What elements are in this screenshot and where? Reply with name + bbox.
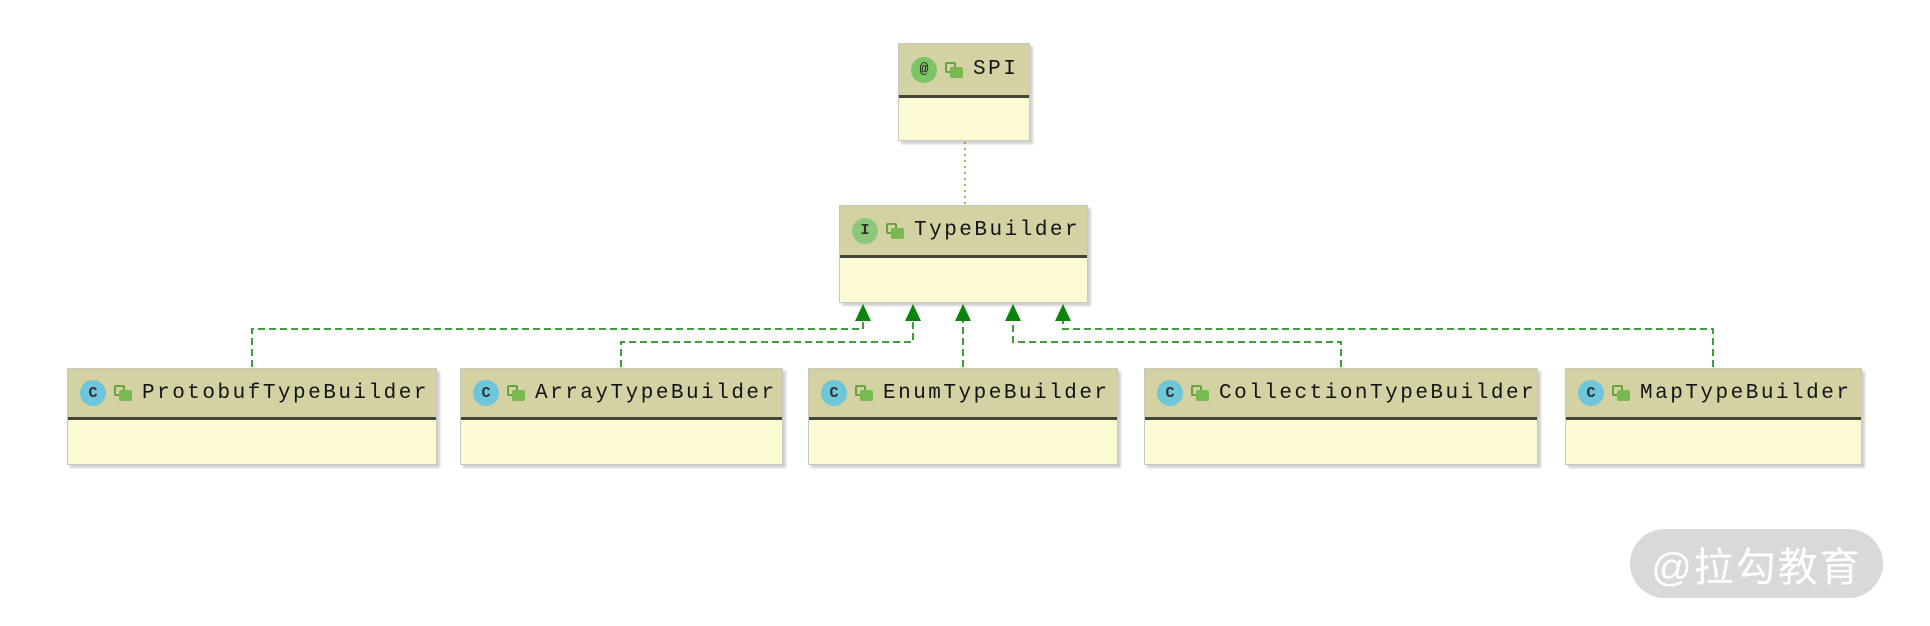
class-icon: C bbox=[1157, 380, 1183, 406]
implements-arrowhead-icon bbox=[905, 304, 921, 321]
node-members-section bbox=[1566, 420, 1861, 464]
node-title: TypeBuilder bbox=[914, 219, 1081, 242]
enum-implements-typebuilder-edge[interactable] bbox=[955, 304, 971, 367]
unlock-icon bbox=[855, 385, 873, 401]
implements-arrowhead-icon bbox=[955, 304, 971, 321]
implements-arrowhead-icon bbox=[855, 304, 871, 321]
node-title: EnumTypeBuilder bbox=[883, 381, 1110, 405]
node-title: ProtobufTypeBuilder bbox=[142, 381, 429, 405]
unlock-icon bbox=[114, 385, 132, 401]
node-title: CollectionTypeBuilder bbox=[1219, 381, 1537, 405]
watermark-badge: @拉勾教育 bbox=[1630, 529, 1883, 598]
unlock-icon bbox=[886, 222, 904, 239]
node-members-section bbox=[899, 98, 1029, 140]
class-node-enumtypebuilder[interactable]: C EnumTypeBuilder bbox=[808, 368, 1118, 465]
class-node-collectiontypebuilder[interactable]: C CollectionTypeBuilder bbox=[1144, 368, 1538, 465]
unlock-icon bbox=[1191, 385, 1209, 401]
unlock-icon bbox=[1612, 385, 1630, 401]
class-icon: C bbox=[80, 380, 106, 406]
node-title: SPI bbox=[973, 58, 1019, 81]
node-header: C CollectionTypeBuilder bbox=[1145, 369, 1537, 420]
array-implements-typebuilder-edge[interactable] bbox=[620, 304, 921, 367]
class-node-arraytypebuilder[interactable]: C ArrayTypeBuilder bbox=[460, 368, 783, 465]
unlock-icon bbox=[945, 61, 963, 78]
class-node-maptypebuilder[interactable]: C MapTypeBuilder bbox=[1565, 368, 1862, 465]
implements-arrowhead-icon bbox=[1005, 304, 1021, 321]
class-icon: C bbox=[1578, 380, 1604, 406]
class-icon: C bbox=[821, 380, 847, 406]
node-header: C ProtobufTypeBuilder bbox=[68, 369, 436, 420]
node-members-section bbox=[809, 420, 1117, 464]
node-title: MapTypeBuilder bbox=[1640, 381, 1852, 405]
node-header: C EnumTypeBuilder bbox=[809, 369, 1117, 420]
node-header: @ SPI bbox=[899, 44, 1029, 98]
implements-arrowhead-icon bbox=[1055, 304, 1071, 321]
interface-node-typebuilder[interactable]: I TypeBuilder bbox=[839, 205, 1088, 303]
node-members-section bbox=[68, 420, 436, 464]
interface-icon: I bbox=[852, 217, 878, 244]
class-node-protobuftypebuilder[interactable]: C ProtobufTypeBuilder bbox=[67, 368, 437, 465]
node-header: I TypeBuilder bbox=[840, 206, 1087, 258]
collection-implements-typebuilder-edge[interactable] bbox=[1005, 304, 1342, 367]
map-implements-typebuilder-edge[interactable] bbox=[1055, 304, 1714, 367]
node-members-section bbox=[461, 420, 782, 464]
protobuf-implements-typebuilder-edge[interactable] bbox=[251, 304, 871, 367]
node-header: C ArrayTypeBuilder bbox=[461, 369, 782, 420]
annotation-icon: @ bbox=[911, 56, 937, 83]
node-members-section bbox=[1145, 420, 1537, 464]
node-members-section bbox=[840, 258, 1087, 302]
class-icon: C bbox=[473, 380, 499, 406]
unlock-icon bbox=[507, 385, 525, 401]
node-header: C MapTypeBuilder bbox=[1566, 369, 1861, 420]
node-title: ArrayTypeBuilder bbox=[535, 381, 777, 405]
annotation-node-spi[interactable]: @ SPI bbox=[898, 43, 1030, 141]
